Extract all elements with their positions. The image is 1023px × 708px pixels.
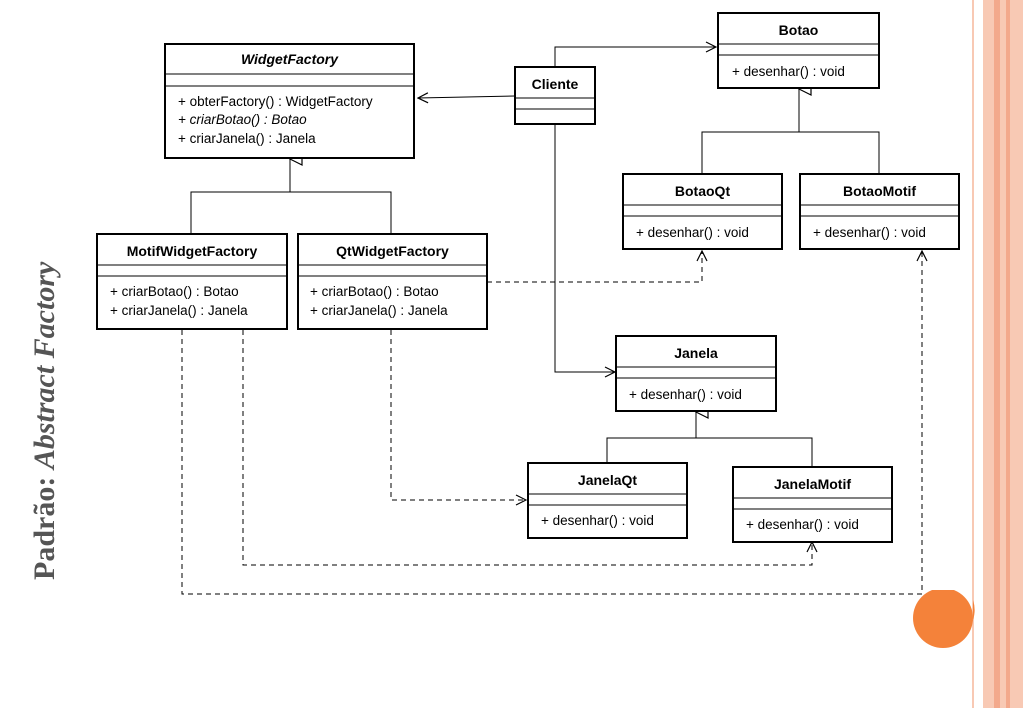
dep-qtfactory-botaoqt (487, 251, 702, 283)
class-janelamotif: JanelaMotif + desenhar() : void (732, 466, 893, 543)
gen-motif-factory (190, 191, 290, 234)
method-desenhar: + desenhar() : void (746, 517, 859, 532)
gen-janelaqt (606, 437, 696, 463)
method-desenhar: + desenhar() : void (813, 225, 926, 240)
gen-botaomotif (799, 131, 880, 174)
accent-circle (913, 590, 975, 648)
class-name: JanelaMotif (774, 476, 851, 492)
class-qtwidgetfactory: QtWidgetFactory + criarBotao() : Botao +… (297, 233, 488, 330)
stripe-line (972, 0, 974, 708)
svg-text:Padrão: Abstract Factory: Padrão: Abstract Factory (28, 261, 61, 580)
class-name: Cliente (532, 76, 579, 92)
dep-motif-botaomotif (181, 251, 922, 595)
method-obterfactory: + obterFactory() : WidgetFactory (178, 94, 373, 109)
method-desenhar: + desenhar() : void (732, 64, 845, 79)
class-name: WidgetFactory (241, 51, 339, 67)
method-desenhar: + desenhar() : void (636, 225, 749, 240)
method-criarbotao: + criarBotao() : Botao (310, 284, 439, 299)
method-criarjanela: + criarJanela() : Janela (110, 303, 248, 318)
method-criarjanela: + criarJanela() : Janela (310, 303, 448, 318)
assoc-cliente-widgetfactory (418, 96, 516, 98)
gen-janelamotif (696, 437, 813, 467)
class-janela: Janela + desenhar() : void (615, 335, 777, 412)
class-name: BotaoQt (675, 183, 731, 199)
class-botao: Botao + desenhar() : void (717, 12, 880, 89)
class-botaoqt: BotaoQt + desenhar() : void (622, 173, 783, 250)
class-name: MotifWidgetFactory (127, 243, 258, 259)
class-janelaqt: JanelaQt + desenhar() : void (527, 462, 688, 539)
slide-title: Padrão: Abstract Factory (28, 261, 61, 580)
assoc-cliente-janela (554, 124, 615, 372)
gen-botaoqt (701, 131, 799, 174)
title-pattern: Abstract Factory (28, 261, 61, 471)
stripe-light (983, 0, 1023, 708)
stripe-mid-2 (1006, 0, 1010, 708)
gen-qt-factory (290, 191, 392, 234)
class-name: JanelaQt (578, 472, 637, 488)
method-desenhar: + desenhar() : void (541, 513, 654, 528)
class-motifwidgetfactory: MotifWidgetFactory + criarBotao() : Bota… (96, 233, 288, 330)
method-criarbotao: + criarBotao() : Botao (178, 112, 307, 127)
assoc-cliente-botao (554, 47, 716, 67)
class-name: Botao (779, 22, 819, 38)
class-botaomotif: BotaoMotif + desenhar() : void (799, 173, 960, 250)
class-widgetfactory: WidgetFactory + obterFactory() : WidgetF… (164, 43, 415, 159)
class-name: BotaoMotif (843, 183, 916, 199)
stripe-mid (994, 0, 1000, 708)
method-criarjanela: + criarJanela() : Janela (178, 131, 316, 146)
class-name: QtWidgetFactory (336, 243, 449, 259)
title-prefix: Padrão: (28, 469, 61, 580)
dep-qtfactory-janelaqt (390, 330, 526, 500)
dep-motif-janelamotif (242, 330, 812, 566)
class-name: Janela (674, 345, 718, 361)
class-cliente: Cliente (514, 66, 596, 125)
method-criarbotao: + criarBotao() : Botao (110, 284, 239, 299)
method-desenhar: + desenhar() : void (629, 387, 742, 402)
